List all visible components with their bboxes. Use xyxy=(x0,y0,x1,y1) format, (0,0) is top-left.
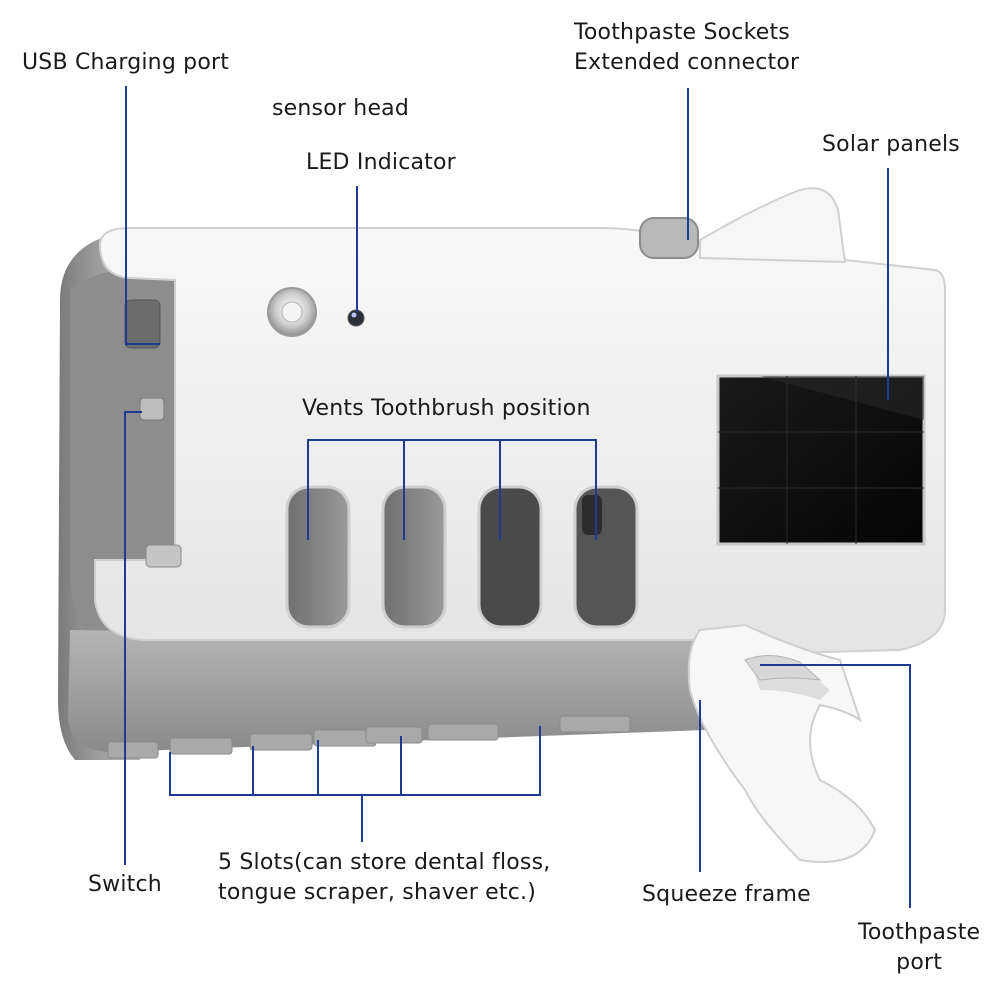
label-slots: 5 Slots(can store dental floss, tongue s… xyxy=(218,848,550,908)
switch-lower xyxy=(145,544,182,568)
storage-slots xyxy=(107,715,631,759)
slot-nub xyxy=(365,726,423,744)
toothpaste-socket-connector xyxy=(639,217,699,259)
leader-switch xyxy=(124,411,142,865)
slot-nub xyxy=(169,737,233,755)
label-vents: Vents Toothbrush position xyxy=(302,396,591,421)
label-toothpaste-port-line2: port xyxy=(896,950,943,975)
vent-slot xyxy=(381,485,447,629)
label-slots-line1: 5 Slots(can store dental floss, xyxy=(218,850,551,875)
leader-usb xyxy=(125,86,160,345)
switch-button xyxy=(139,397,165,421)
label-toothpaste-sockets: Toothpaste Sockets Extended connector xyxy=(574,18,799,78)
label-switch: Switch xyxy=(88,872,162,897)
label-squeeze-frame: Squeeze frame xyxy=(642,882,811,907)
led-indicator xyxy=(347,309,365,327)
leader-toothpaste-port xyxy=(760,664,911,908)
label-slots-line2: tongue scraper, shaver etc.) xyxy=(218,880,536,905)
label-usb-charging-port: USB Charging port xyxy=(22,50,230,75)
vent-slot xyxy=(477,485,543,629)
slot-nub xyxy=(559,715,631,733)
label-toothpaste-sockets-line1: Toothpaste Sockets xyxy=(574,20,790,45)
squeeze-frame xyxy=(687,623,877,863)
slot-nub xyxy=(249,733,313,751)
slot-nub xyxy=(427,723,499,741)
usb-port xyxy=(124,299,161,349)
label-solar-panels: Solar panels xyxy=(822,132,960,157)
slot-nub xyxy=(107,741,159,759)
vents xyxy=(285,485,639,629)
label-sensor-head: sensor head xyxy=(272,96,410,121)
label-toothpaste-port-line1: Toothpaste xyxy=(858,920,981,945)
label-led-indicator: LED Indicator xyxy=(306,150,456,175)
leader-lines xyxy=(124,86,911,908)
vent-slot xyxy=(285,485,351,629)
leader-slots xyxy=(169,726,541,842)
toothpaste-port xyxy=(744,655,822,681)
bottom-tray xyxy=(68,630,705,752)
label-toothpaste-sockets-line2: Extended connector xyxy=(574,50,800,75)
leader-vents xyxy=(307,439,597,540)
top-fin xyxy=(699,187,847,264)
label-toothpaste-port: Toothpaste port xyxy=(858,918,980,978)
